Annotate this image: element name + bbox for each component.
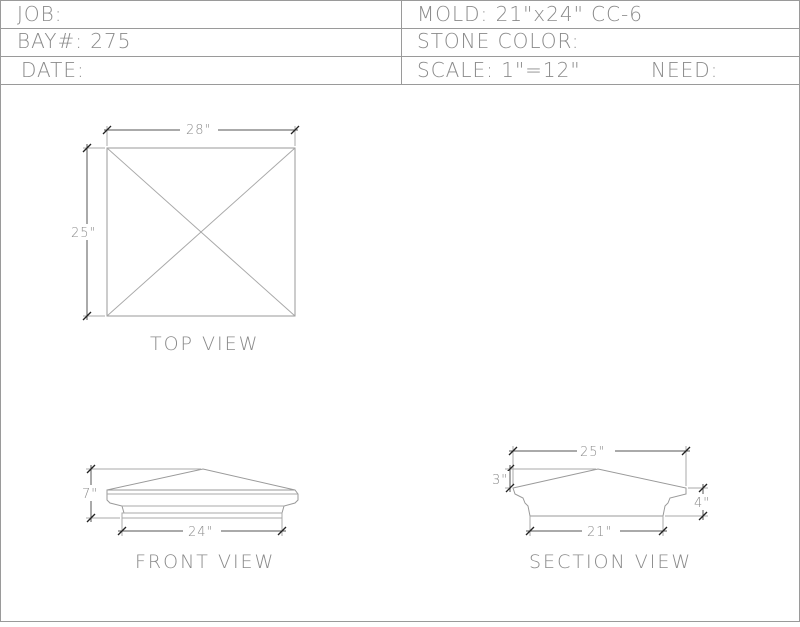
front-view: 7" 24" FRONT VIEW [80,464,299,573]
section-view-profile [512,468,687,517]
mold-label: MOLD: 21"x24" CC-6 [417,2,643,26]
section-view: 25" 3" 4" [491,443,714,573]
top-width-dim-text: 28" [186,123,212,138]
front-view-peak [106,468,296,491]
top-view-caption: TOP VIEW [150,333,259,355]
job-label: JOB: [17,2,62,26]
top-view-outline [106,147,296,317]
section-view-caption: SECTION VIEW [529,551,692,573]
front-height-dimension: 7" [80,464,201,523]
section-edge-dim-text: 4" [694,496,710,511]
bay-label: BAY#: 275 [17,29,131,53]
need-label: NEED: [651,58,718,82]
section-edge-dimension: 4" [665,483,714,521]
top-width-dimension: 28" [102,121,300,146]
top-view-diagonal [106,147,296,317]
front-view-caption: FRONT VIEW [135,551,275,573]
front-view-body [106,489,299,514]
section-top-dim-text: 25" [580,445,606,460]
date-label: DATE: [21,58,85,82]
top-view: 28" 25" TOP VIEW [70,121,300,355]
scale-label: SCALE: 1"=12" [417,58,581,82]
front-base-dimension: 24" [117,518,287,540]
front-height-dim-text: 7" [82,487,98,502]
top-depth-dim-text: 25" [71,226,97,241]
top-depth-dimension: 25" [70,143,105,321]
section-peak-dimension: 3" [491,464,596,493]
section-peak-dim-text: 3" [492,473,508,488]
section-base-dimension: 21" [525,516,668,540]
section-top-dimension: 25" [508,443,691,486]
front-view-base [121,512,283,519]
front-base-dim-text: 24" [188,525,214,540]
stone-color-label: STONE COLOR: [417,29,580,53]
section-base-dim-text: 21" [587,525,613,540]
